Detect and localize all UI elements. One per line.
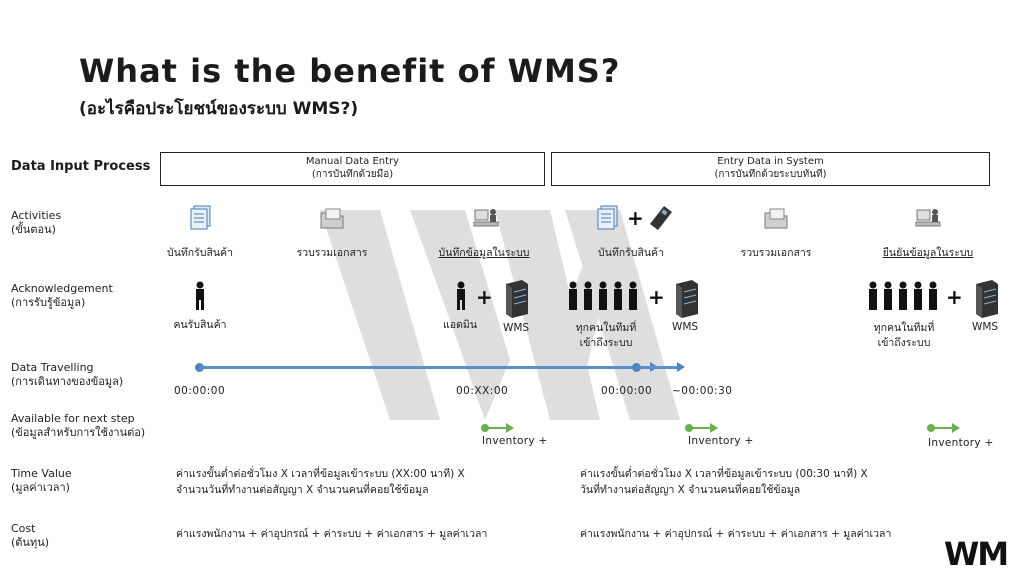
manual-entry-title: Manual Data Entry [305, 156, 400, 167]
activity-system-collect: รวบรวมเอกสาร [740, 247, 812, 259]
plus-sign: + [946, 285, 963, 309]
green-arrow-icon [685, 423, 718, 433]
server-icon [976, 280, 998, 318]
server-icon [506, 280, 528, 318]
activity-system-receive: บันทึกรับสินค้า [598, 247, 664, 259]
row-label-activities: Activities(ขั้นตอน) [11, 209, 62, 236]
inventory-label: Inventory + [928, 437, 994, 449]
system-end-time: ~00:00:30 [672, 385, 733, 397]
ack-wms-label: WMS [671, 321, 699, 333]
server-icon [676, 280, 698, 318]
person-icon [457, 281, 465, 310]
activity-system-confirm: ยืนยันข้อมูลในระบบ [882, 247, 974, 259]
ack-everyone-label: ทุกคนในทีมที่เข้าถึงระบบ [575, 322, 637, 349]
timeline-start-dot [195, 363, 204, 372]
activity-manual-collect: รวบรวมเอกสาร [296, 247, 368, 259]
system-entry-subtitle: (การบันทึกด้วยระบบทันที) [714, 169, 827, 180]
system-time-value: ค่าแรงขั้นต่ำต่อชั่วโมง X เวลาที่ข้อมูลเ… [580, 468, 868, 496]
inventory-label: Inventory + [688, 435, 754, 447]
green-arrow-icon [927, 423, 960, 433]
page-subtitle: (อะไรคือประโยชน์ของระบบ WMS?) [79, 99, 359, 119]
inventory-label: Inventory + [482, 435, 548, 447]
team-icon [869, 281, 937, 310]
row-label-acknowledgement: Acknowledgement(การรับรู้ข้อมูล) [11, 282, 113, 309]
ack-wms-label: WMS [502, 322, 530, 334]
activity-manual-receive: บันทึกรับสินค้า [167, 247, 233, 259]
computer-user-icon [473, 209, 499, 227]
row-label-time-value: Time Value(มูลค่าเวลา) [11, 467, 72, 494]
folder-icon [320, 208, 344, 229]
barcode-scanner-icon [650, 206, 672, 230]
team-icon [569, 281, 637, 310]
row-label-cost: Cost(ต้นทุน) [11, 522, 50, 549]
manual-entry-header: Manual Data Entry (การบันทึกด้วยมือ) [160, 152, 545, 186]
activity-manual-record: บันทึกข้อมูลในระบบ [438, 247, 530, 259]
manual-start-time: 00:00:00 [174, 385, 226, 397]
plus-sign: + [648, 285, 665, 309]
process-label: Data Input Process [11, 159, 151, 174]
ack-admin-label: แอดมิน [443, 319, 477, 331]
row-label-available: Available for next step(ข้อมูลสำหรับการใ… [11, 412, 146, 439]
page-title: What is the benefit of WMS? [79, 52, 621, 90]
system-entry-header: Entry Data in System (การบันทึกด้วยระบบท… [551, 152, 990, 186]
manual-entry-subtitle: (การบันทึกด้วยมือ) [311, 169, 394, 180]
ack-receiver-label: คนรับสินค้า [173, 319, 227, 331]
plus-sign: + [627, 206, 644, 230]
documents-icon [190, 205, 211, 230]
person-icon [196, 281, 204, 310]
system-timeline [637, 366, 679, 369]
system-entry-title: Entry Data in System [717, 156, 824, 167]
ack-everyone-label: ทุกคนในทีมที่เข้าถึงระบบ [873, 322, 935, 349]
system-start-time: 00:00:00 [601, 385, 653, 397]
manual-timeline [200, 366, 652, 369]
manual-time-value: ค่าแรงขั้นต่ำต่อชั่วโมง X เวลาที่ข้อมูลเ… [176, 468, 465, 496]
ack-wms-label: WMS [971, 321, 999, 333]
plus-sign: + [476, 285, 493, 309]
folder-icon [764, 208, 788, 229]
manual-end-time: 00:XX:00 [456, 385, 509, 397]
manual-cost: ค่าแรงพนักงาน + ค่าอุปกรณ์ + ค่าระบบ + ค… [176, 528, 488, 540]
svg-text:WM: WM [944, 536, 1007, 568]
system-cost: ค่าแรงพนักงาน + ค่าอุปกรณ์ + ค่าระบบ + ค… [580, 528, 892, 540]
arrow-head-icon [677, 362, 685, 372]
green-arrow-icon [481, 423, 514, 433]
wm-logo: WM [944, 536, 1009, 568]
row-label-data-travelling: Data Travelling(การเดินทางของข้อมูล) [11, 361, 124, 388]
documents-icon [597, 205, 618, 230]
computer-user-icon [915, 209, 941, 227]
timeline-start-dot [632, 363, 641, 372]
